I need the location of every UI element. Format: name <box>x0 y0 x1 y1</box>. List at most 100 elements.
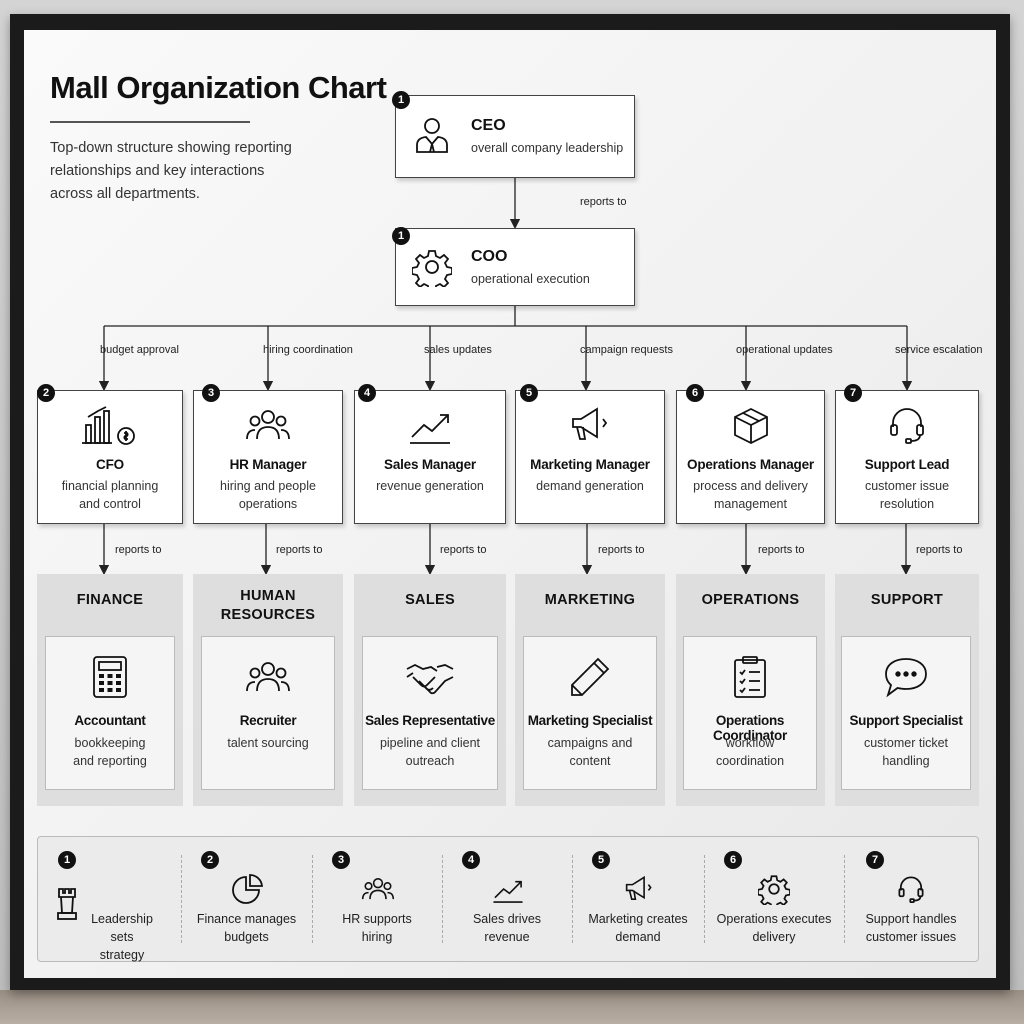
subtitle-line: Top-down structure showing reporting <box>50 140 292 156</box>
legend-text: Sales drives revenue <box>442 910 572 946</box>
coo-box[interactable]: COO operational execution <box>395 228 635 306</box>
gear-icon <box>411 247 453 292</box>
legend-badge: 3 <box>332 851 350 869</box>
link-label-hiring: hiring coordination <box>263 344 353 356</box>
chess-rook-icon <box>56 887 78 926</box>
speech-bubble-icon <box>842 655 970 701</box>
legend-text-line: revenue <box>484 930 530 944</box>
role-card-accountant[interactable]: Accountant bookkeeping and reporting <box>45 636 175 790</box>
legend-divider <box>704 855 705 943</box>
desc-line: customer ticket <box>863 736 949 750</box>
megaphone-icon <box>516 403 664 447</box>
coo-title: COO <box>471 248 508 265</box>
dept-name: HUMAN RESOURCES <box>193 587 343 625</box>
hr-manager-desc: hiring and people operations <box>198 477 338 513</box>
dept-name-line: FINANCE <box>76 592 144 608</box>
finance-chart-icon <box>38 403 182 447</box>
desc-line: operations <box>238 497 298 511</box>
desc-line: and control <box>79 497 141 511</box>
desc-line: demand generation <box>536 479 644 493</box>
hr-manager-box[interactable]: HR Manager hiring and people operations <box>193 390 343 524</box>
legend-item: 3 HR supports hiring <box>312 837 442 961</box>
legend-text-line: delivery <box>752 930 796 944</box>
coo-desc: operational execution <box>471 272 590 286</box>
desc-line: resolution <box>879 497 935 511</box>
legend-text: Marketing creates demand <box>572 910 704 946</box>
legend-divider <box>844 855 845 943</box>
legend-item: 2 Finance manages budgets <box>181 837 312 961</box>
link-label-budget: budget approval <box>100 344 179 356</box>
support-lead-title: Support Lead <box>864 457 950 472</box>
legend-text: Support handles customer issues <box>844 910 978 946</box>
marketing-manager-desc: demand generation <box>520 477 660 495</box>
role-card-marketing-specialist[interactable]: Marketing Specialist campaigns and conte… <box>523 636 657 790</box>
reports-to-label: reports to <box>598 544 645 556</box>
legend-item: 1 Leadership sets strategy <box>38 837 181 964</box>
legend-badge: 1 <box>58 851 76 869</box>
marketing-manager-box[interactable]: Marketing Manager demand generation <box>515 390 665 524</box>
ceo-coo-label: reports to <box>580 196 627 208</box>
role-title: Marketing Specialist <box>527 713 653 728</box>
reports-to-label: reports to <box>440 544 487 556</box>
ceo-title: CEO <box>471 117 506 134</box>
desc-line: financial planning <box>61 479 159 493</box>
role-desc: campaigns and content <box>528 734 652 770</box>
legend-divider <box>181 855 182 943</box>
dept-human-resources: HUMAN RESOURCES Recruiter talent sourcin… <box>193 574 343 806</box>
role-desc: pipeline and client outreach <box>367 734 493 770</box>
desc-line: talent sourcing <box>227 736 309 750</box>
legend-badge: 6 <box>724 851 742 869</box>
dept-finance: FINANCE Accountant bookkeeping and repor… <box>37 574 183 806</box>
desc-line: bookkeeping <box>74 736 146 750</box>
legend-badge: 5 <box>592 851 610 869</box>
poster-paper <box>24 30 996 978</box>
support-lead-box[interactable]: Support Lead customer issue resolution <box>835 390 979 524</box>
marketing-manager-title: Marketing Manager <box>530 457 650 472</box>
dept-marketing: MARKETING Marketing Specialist campaigns… <box>515 574 665 806</box>
legend-item: 7 Support handles customer issues <box>844 837 978 961</box>
legend-text: Leadership sets strategy <box>82 910 162 964</box>
dept-name: SALES <box>354 591 506 610</box>
ceo-box[interactable]: CEO overall company leadership <box>395 95 635 178</box>
executive-person-icon <box>412 114 452 154</box>
role-card-support-specialist[interactable]: Support Specialist customer ticket handl… <box>841 636 971 790</box>
desc-line: workflow <box>725 736 775 750</box>
trend-up-icon <box>490 873 526 910</box>
pencil-icon <box>524 655 656 701</box>
operations-manager-title: Operations Manager <box>687 457 814 472</box>
legend-text: HR supports hiring <box>312 910 442 946</box>
legend-text-line: Support handles <box>865 912 957 926</box>
hr-manager-title: HR Manager <box>229 457 307 472</box>
role-card-sales-representative[interactable]: Sales Representative pipeline and client… <box>362 636 498 790</box>
dept-name-line: OPERATIONS <box>701 592 800 608</box>
trend-up-icon <box>355 403 505 447</box>
dept-name: SUPPORT <box>835 591 979 610</box>
dept-support: SUPPORT Support Specialist customer tick… <box>835 574 979 806</box>
megaphone-icon <box>622 873 656 910</box>
legend-text: Operations executes delivery <box>704 910 844 946</box>
role-title: Recruiter <box>239 713 297 728</box>
operations-manager-box[interactable]: Operations Manager process and delivery … <box>676 390 825 524</box>
role-card-recruiter[interactable]: Recruiter talent sourcing <box>201 636 335 790</box>
desc-line: campaigns and <box>547 736 633 750</box>
box-icon <box>677 403 824 447</box>
sales-manager-box[interactable]: Sales Manager revenue generation <box>354 390 506 524</box>
legend-item: 6 Operations executes delivery <box>704 837 844 961</box>
legend-panel: 1 Leadership sets strategy 2 Finance man… <box>37 836 979 962</box>
title-underline <box>50 121 250 123</box>
role-desc: customer ticket handling <box>846 734 966 770</box>
legend-divider <box>312 855 313 943</box>
role-card-operations-coordinator[interactable]: Operations Coordinator workflow coordina… <box>683 636 817 790</box>
dept-name-line: SUPPORT <box>870 592 944 608</box>
legend-item: 4 Sales drives revenue <box>442 837 572 961</box>
legend-text-line: Finance manages <box>196 912 297 926</box>
legend-text-line: Operations executes <box>716 912 832 926</box>
role-title: Support Specialist <box>849 713 963 728</box>
pie-chart-icon <box>231 873 265 910</box>
dept-name: OPERATIONS <box>676 591 825 610</box>
role-desc: talent sourcing <box>206 734 330 752</box>
floor <box>0 990 1024 1024</box>
legend-text-line: demand <box>615 930 661 944</box>
cfo-box[interactable]: CFO financial planning and control <box>37 390 183 524</box>
